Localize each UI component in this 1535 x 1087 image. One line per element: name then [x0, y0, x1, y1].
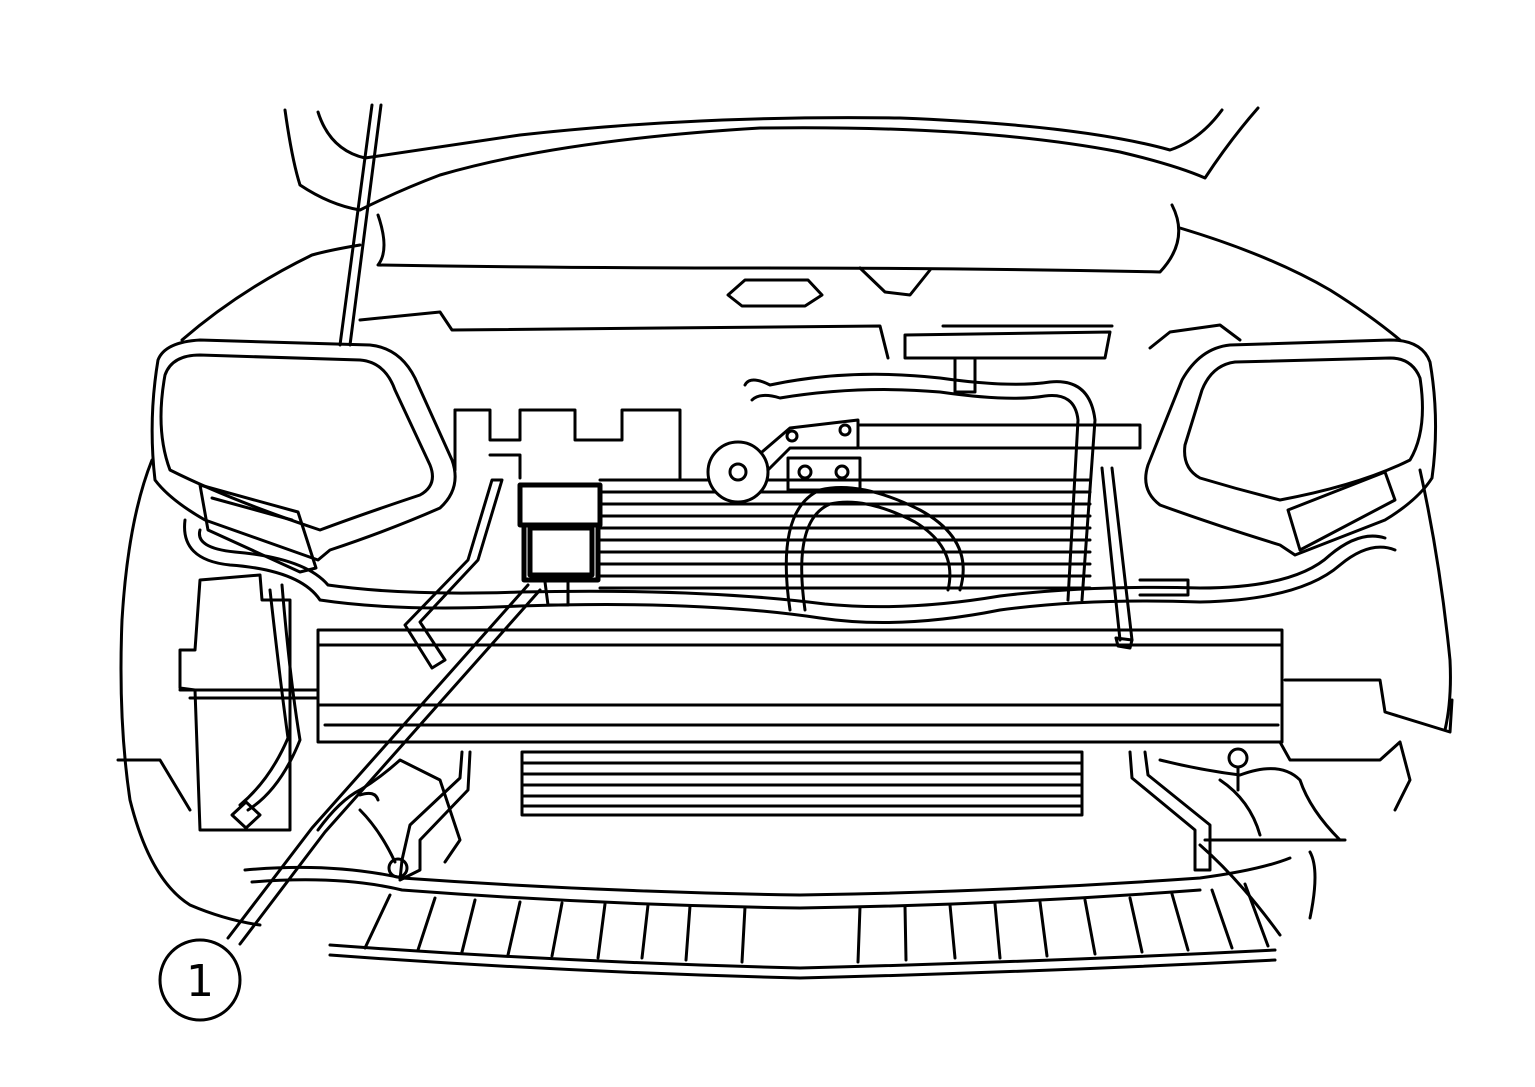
callout-leader-line: [226, 583, 542, 946]
body-outline: [116, 226, 1452, 927]
callout-circle: [158, 938, 242, 1022]
hood-latch-area: [358, 266, 1242, 394]
callout-1: 1: [158, 938, 242, 1022]
bumper-reinforcement: [316, 628, 1284, 744]
hood: [283, 106, 1260, 274]
horn: [706, 418, 862, 504]
lower-radiator-fins: [520, 750, 1084, 817]
hood-prop-rod: [338, 103, 383, 347]
radiator-core-support: [453, 408, 1190, 597]
front-bumper-lip: [243, 856, 1292, 980]
callout-number: 1: [186, 956, 214, 1007]
left-bracket: [403, 478, 504, 670]
hoses: [183, 372, 1397, 650]
left-headlamp: [150, 338, 457, 574]
right-headlamp: [1144, 338, 1438, 557]
relay-box: [517, 482, 603, 607]
radiator-upper-fins: [598, 478, 1092, 590]
right-lower-components: [1158, 678, 1454, 937]
